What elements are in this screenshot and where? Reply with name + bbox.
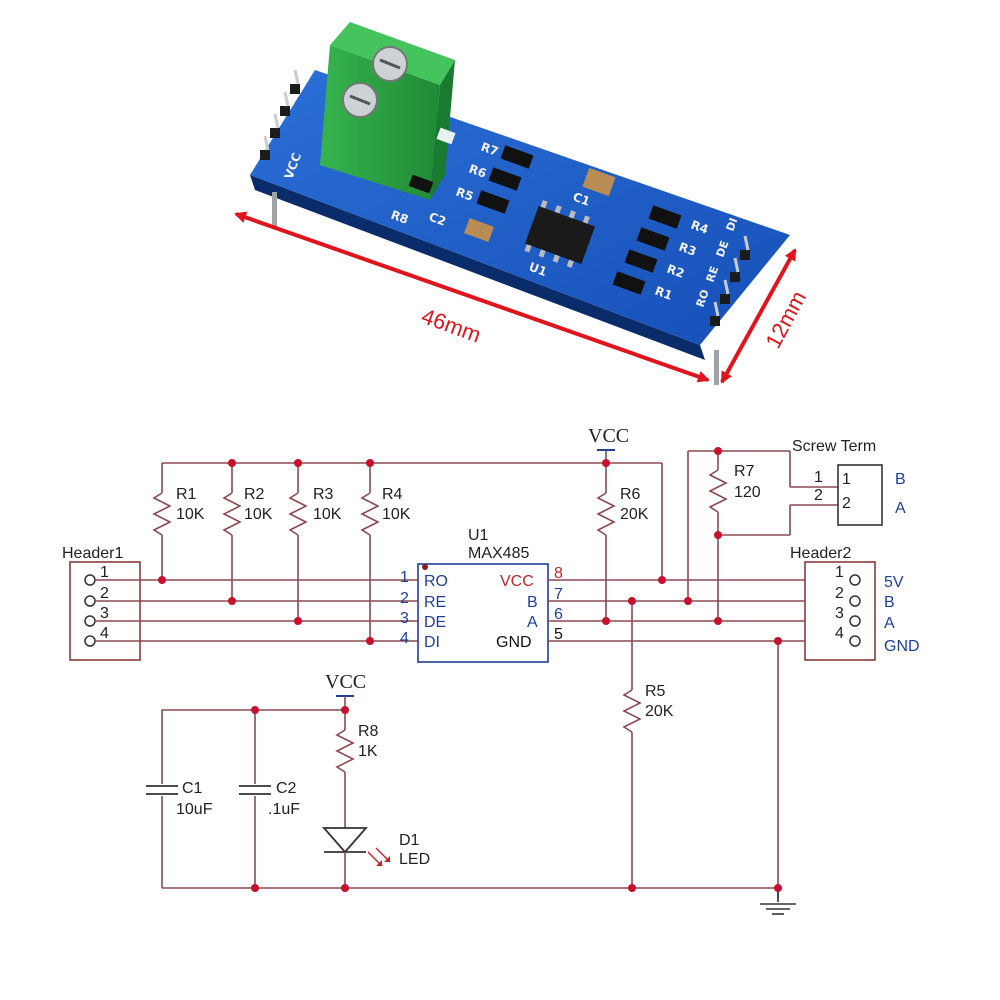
svg-text:1: 1 — [400, 569, 409, 586]
svg-text:5V: 5V — [884, 574, 904, 591]
svg-text:1: 1 — [100, 564, 109, 581]
module-photo: VCC R7 R6 R5 R8 C2 C1 U1 R4 R3 R2 R1 DI … — [234, 22, 811, 385]
svg-text:C2: C2 — [276, 780, 297, 797]
capacitor-c1: C1 10uF — [146, 710, 213, 888]
resistor-r6: R6 20K — [596, 463, 649, 621]
svg-text:R3: R3 — [313, 486, 334, 503]
svg-text:R6: R6 — [467, 162, 488, 181]
svg-text:120: 120 — [734, 484, 761, 501]
svg-text:3: 3 — [835, 605, 844, 622]
led-d1: D1 LED — [322, 827, 430, 888]
screw-terminal: Screw Term 1 2 1 2 B A — [792, 438, 906, 526]
svg-text:R5: R5 — [454, 185, 475, 204]
length-dimension-arrow — [234, 211, 710, 383]
svg-text:10K: 10K — [313, 506, 342, 523]
svg-text:2: 2 — [814, 487, 823, 504]
svg-text:10K: 10K — [176, 506, 205, 523]
svg-text:A: A — [895, 500, 906, 517]
resistor-r8: R8 1K — [335, 710, 379, 828]
header1: Header1 1 2 3 4 — [62, 545, 141, 661]
svg-text:MAX485: MAX485 — [468, 545, 529, 562]
capacitor-c2: C2 .1uF — [239, 710, 300, 888]
svg-text:10K: 10K — [382, 506, 411, 523]
svg-text:R8: R8 — [358, 723, 379, 740]
svg-text:1: 1 — [835, 564, 844, 581]
svg-text:8: 8 — [554, 565, 563, 582]
svg-text:7: 7 — [554, 586, 563, 603]
svg-text:10uF: 10uF — [176, 801, 213, 818]
svg-text:1: 1 — [814, 469, 823, 486]
resistor-r5: R5 20K — [622, 683, 674, 733]
svg-text:GND: GND — [884, 638, 920, 655]
led-smd — [436, 127, 456, 145]
svg-text:6: 6 — [554, 606, 563, 623]
resistor-r3: R3 10K — [288, 463, 342, 621]
u1-max485: U1 MAX485 1 2 3 4 RO RE DE DI VCC B A GN… — [400, 527, 563, 663]
svg-text:Header2: Header2 — [790, 545, 851, 562]
svg-text:D1: D1 — [399, 832, 420, 849]
svg-text:B: B — [527, 594, 538, 611]
svg-text:R5: R5 — [645, 683, 666, 700]
schematic: VCC R1 10K R2 10K R3 10K — [62, 425, 920, 915]
svg-text:DI: DI — [424, 634, 440, 651]
junction-dots — [158, 447, 782, 892]
svg-text:U1: U1 — [468, 527, 489, 544]
svg-text:20K: 20K — [620, 506, 649, 523]
width-dimension-arrow — [720, 248, 797, 384]
svg-text:2: 2 — [400, 590, 409, 607]
svg-text:10K: 10K — [244, 506, 273, 523]
pin-right — [714, 350, 719, 385]
svg-text:Screw Term: Screw Term — [792, 438, 876, 455]
svg-text:2: 2 — [842, 495, 851, 512]
svg-text:B: B — [884, 594, 895, 611]
svg-text:5: 5 — [554, 626, 563, 643]
resistor-r1: R1 10K — [152, 463, 205, 580]
svg-text:DE: DE — [424, 614, 446, 631]
svg-text:R7: R7 — [734, 463, 755, 480]
svg-text:R2: R2 — [244, 486, 265, 503]
svg-text:C1: C1 — [571, 190, 592, 209]
svg-text:2: 2 — [100, 585, 109, 602]
svg-text:1K: 1K — [358, 743, 378, 760]
svg-text:R6: R6 — [620, 486, 641, 503]
vcc-label-top: VCC — [588, 425, 629, 447]
svg-text:B: B — [895, 471, 906, 488]
svg-text:LED: LED — [399, 851, 430, 868]
svg-text:4: 4 — [100, 625, 109, 642]
vcc-label-lower: VCC — [325, 671, 366, 693]
svg-text:20K: 20K — [645, 703, 674, 720]
resistor-r2: R2 10K — [222, 463, 273, 601]
svg-text:GND: GND — [496, 634, 532, 651]
svg-text:.1uF: .1uF — [268, 801, 300, 818]
svg-text:VCC: VCC — [500, 573, 534, 590]
svg-text:3: 3 — [100, 605, 109, 622]
header2: Header2 1 2 3 4 5V B A GND — [790, 545, 920, 661]
svg-text:2: 2 — [835, 585, 844, 602]
resistor-r7: R7 120 — [708, 463, 761, 513]
svg-text:A: A — [527, 614, 538, 631]
svg-text:R7: R7 — [479, 140, 500, 159]
svg-text:1: 1 — [842, 471, 851, 488]
left-header-pins — [260, 69, 300, 160]
screw-terminal-block — [320, 22, 455, 200]
svg-text:A: A — [884, 615, 895, 632]
length-label: 46mm — [418, 303, 484, 347]
svg-text:3: 3 — [400, 610, 409, 627]
pin-left — [272, 192, 277, 227]
svg-text:R4: R4 — [382, 486, 403, 503]
svg-text:RE: RE — [424, 594, 446, 611]
svg-text:4: 4 — [400, 630, 409, 647]
svg-text:Header1: Header1 — [62, 545, 123, 562]
svg-text:DI: DI — [724, 216, 741, 233]
svg-text:RO: RO — [424, 573, 448, 590]
resistor-r4: R4 10K — [360, 463, 411, 641]
svg-text:R1: R1 — [176, 486, 197, 503]
svg-text:4: 4 — [835, 625, 844, 642]
svg-text:C1: C1 — [182, 780, 203, 797]
